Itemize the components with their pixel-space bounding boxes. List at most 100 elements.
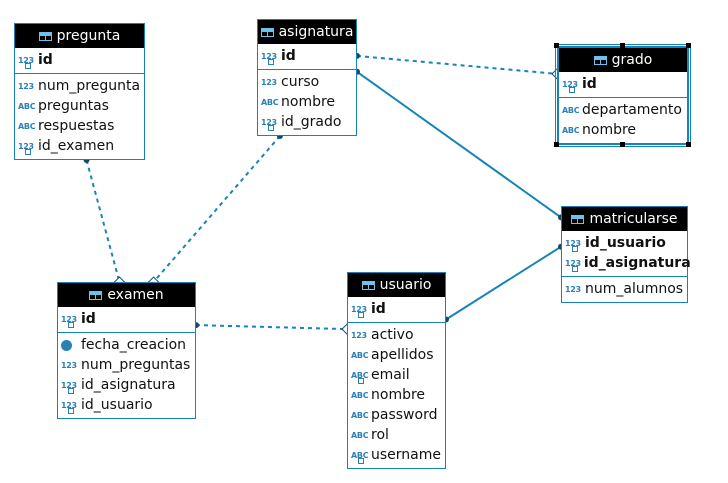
column-name: id xyxy=(582,76,597,92)
column-name: curso xyxy=(281,74,320,90)
column-name: departamento xyxy=(582,102,682,118)
column-name: id_asignatura xyxy=(81,377,176,393)
column-name: id_asignatura xyxy=(583,255,691,271)
number-type-icon: 123 xyxy=(18,81,34,91)
column-row[interactable]: fecha_creacion xyxy=(58,335,195,355)
column-name: respuestas xyxy=(38,118,115,134)
entity-title: asignatura xyxy=(278,24,354,40)
primary-key-icon: 123 xyxy=(565,238,581,252)
entity-title: examen xyxy=(107,287,164,303)
clock-icon xyxy=(61,339,72,351)
column-row[interactable]: 123 id xyxy=(348,299,445,319)
relationship-line[interactable] xyxy=(85,159,121,283)
column-name: num_pregunta xyxy=(38,78,141,94)
entity-header[interactable]: pregunta xyxy=(15,24,144,48)
column-name: password xyxy=(371,407,438,423)
entity-header[interactable]: asignatura xyxy=(258,20,356,44)
column-name: id xyxy=(371,301,386,317)
text-type-icon: ABC xyxy=(261,97,279,107)
selection-handle[interactable] xyxy=(686,142,691,147)
primary-key-icon: 123 xyxy=(261,51,277,65)
relationship-line[interactable] xyxy=(356,70,562,219)
selection-handle[interactable] xyxy=(686,43,691,48)
foreign-key-icon: 123 xyxy=(18,141,34,155)
table-icon xyxy=(593,55,607,65)
foreign-key-icon: ABC xyxy=(351,450,369,464)
column-name: id xyxy=(38,52,53,68)
entity-header[interactable]: grado xyxy=(559,48,687,72)
text-type-icon: ABC xyxy=(351,390,369,400)
foreign-key-icon: 123 xyxy=(61,400,77,414)
relationship-line[interactable] xyxy=(195,324,348,331)
primary-key-icon: 123 xyxy=(562,79,578,93)
entity-title: matricularse xyxy=(589,211,678,227)
selection-handle[interactable] xyxy=(554,43,559,48)
primary-key-icon: 123 xyxy=(61,314,77,328)
column-name: nombre xyxy=(371,387,426,403)
selection-handle[interactable] xyxy=(620,142,625,147)
relationship-line[interactable] xyxy=(356,54,558,75)
column-row[interactable]: 123 num_pregunta xyxy=(15,76,144,96)
selection-handle[interactable] xyxy=(620,43,625,48)
relationship-line[interactable] xyxy=(152,135,281,283)
table-icon xyxy=(571,214,585,224)
column-name: nombre xyxy=(582,122,637,138)
column-name: id_usuario xyxy=(81,397,153,413)
text-type-icon: ABC xyxy=(351,410,369,420)
entity-header[interactable]: usuario xyxy=(348,273,445,297)
column-name: activo xyxy=(371,327,414,343)
selection-handle[interactable] xyxy=(554,142,559,147)
entity-header[interactable]: matricularse xyxy=(562,207,687,231)
column-row[interactable]: 123 activo xyxy=(348,325,445,345)
text-type-icon: ABC xyxy=(18,101,36,111)
primary-key-icon: 123 xyxy=(351,304,367,318)
number-type-icon: 123 xyxy=(351,330,367,340)
relationship-line[interactable] xyxy=(445,245,562,321)
column-name: id_grado xyxy=(281,114,342,130)
column-row[interactable]: 123 id_grado xyxy=(258,112,356,132)
entity-title: usuario xyxy=(379,277,432,293)
foreign-key-icon: 123 xyxy=(261,117,277,131)
primary-key-section: 123 id xyxy=(559,72,687,98)
column-row[interactable]: 123 id_usuario xyxy=(58,395,195,415)
number-type-icon: 123 xyxy=(565,284,581,294)
column-row[interactable]: 123 id xyxy=(559,74,687,94)
entity-header[interactable]: examen xyxy=(58,283,195,307)
